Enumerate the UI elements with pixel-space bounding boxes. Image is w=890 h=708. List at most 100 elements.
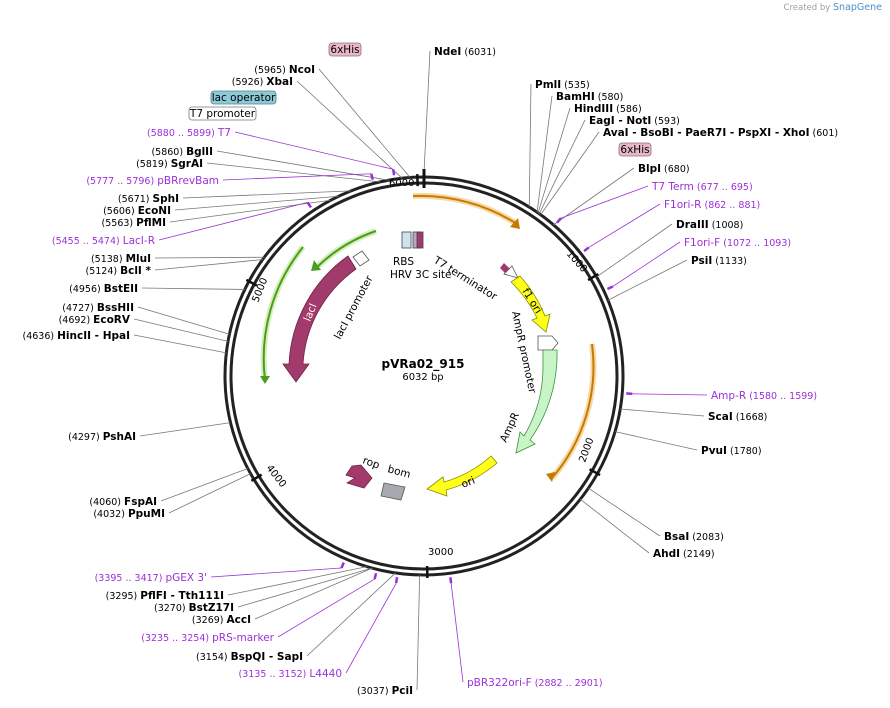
site-draiii-label: DraIII (1008) bbox=[676, 219, 743, 231]
hrv-3c-site-label: HRV 3C site bbox=[390, 269, 451, 281]
rbs-feature bbox=[401, 231, 412, 249]
site-bsteii-label: (4956) BstEII bbox=[69, 283, 138, 295]
site-blpi-leader bbox=[553, 167, 635, 226]
tick-mark-4000 bbox=[250, 473, 263, 482]
tick-mark-5000 bbox=[245, 278, 258, 287]
site-ahdi-label: AhdI (2149) bbox=[653, 548, 715, 560]
site-bsteii-leader bbox=[141, 287, 245, 290]
site-draiii-leader bbox=[596, 223, 673, 278]
primer-pgex-3-leader bbox=[210, 567, 342, 578]
site-ppumi-leader bbox=[168, 473, 251, 514]
f1-ori-feature bbox=[510, 275, 551, 333]
primer-t7-term-label: T7 Term (677 .. 695) bbox=[651, 181, 753, 193]
rbs-label: RBS bbox=[393, 256, 414, 268]
site-blpi-label: BlpI (680) bbox=[638, 163, 690, 175]
snapgene-branding: Created by SnapGene bbox=[784, 2, 882, 13]
site-ncoi-label: (5965) NcoI bbox=[254, 64, 315, 76]
site-sgrai-label: (5819) SgrAI bbox=[136, 158, 203, 170]
restriction-site-labels: NdeI (6031)(5965) NcoI(5926) XbaI(5860) … bbox=[23, 46, 839, 697]
green-arc-lower-head bbox=[260, 376, 270, 384]
site-bamhi-leader bbox=[536, 95, 553, 213]
site-ncoi-leader bbox=[318, 68, 411, 178]
ori-feature bbox=[426, 455, 498, 497]
his-tag-box-top bbox=[328, 42, 362, 57]
site-econi-label: (5606) EcoNI bbox=[103, 205, 171, 217]
primer-amp-r-mark bbox=[626, 392, 633, 396]
tick-label-5000: 5000 bbox=[251, 276, 271, 304]
ampr-promoter-label: AmpR promoter bbox=[509, 310, 538, 395]
site-hincii-hpai-label: (4636) HincII - HpaI bbox=[23, 330, 130, 342]
site-bsshii-label: (4727) BssHII bbox=[62, 302, 134, 314]
ori-label: ori bbox=[460, 475, 477, 491]
site-bspqi-sapi-label: (3154) BspQI - SapI bbox=[196, 651, 303, 663]
primer-f1ori-f-label: F1ori-F (1072 .. 1093) bbox=[684, 237, 791, 249]
tick-mark-1000 bbox=[587, 272, 600, 282]
site-ecorv-label: (4692) EcoRV bbox=[59, 314, 131, 326]
site-psii-leader bbox=[607, 259, 688, 301]
site-pmli-leader bbox=[528, 83, 532, 208]
primer-l4440-label: (3135 .. 3152) L4440 bbox=[239, 668, 342, 680]
bom-label: bom bbox=[386, 463, 412, 481]
primer-f1ori-f-mark bbox=[606, 285, 614, 291]
site-eagi-noti-leader bbox=[538, 119, 586, 214]
his-tag-box-right bbox=[618, 142, 652, 157]
his-feature-block bbox=[416, 231, 424, 249]
t7-promoter-box bbox=[188, 106, 257, 121]
site-sphi-label: (5671) SphI bbox=[118, 193, 179, 205]
site-bcli-leader bbox=[154, 259, 263, 271]
orf-arc-right-line bbox=[551, 343, 595, 479]
primer-laci-r-label: (5455 .. 5474) LacI-R bbox=[52, 235, 155, 247]
site-pflmi-label: (5563) PflMI bbox=[102, 217, 166, 229]
site-psii-label: PsiI (1133) bbox=[691, 255, 747, 267]
site-econi-leader bbox=[174, 195, 339, 211]
site-ppumi-label: (4032) PpuMI bbox=[93, 508, 165, 520]
lac-operator-box bbox=[210, 90, 277, 105]
primer-l4440-mark bbox=[394, 577, 399, 584]
green-arc-upper-head bbox=[311, 260, 321, 271]
site-mlui-label: (5138) MluI bbox=[91, 253, 151, 265]
site-ahdi-leader bbox=[580, 498, 650, 554]
laci-feature bbox=[282, 255, 357, 383]
site-xbai-label: (5926) XbaI bbox=[232, 76, 293, 88]
site-hindiii-label: HindIII (586) bbox=[574, 103, 642, 115]
site-bglii-leader bbox=[216, 150, 389, 181]
primer-t7-mark bbox=[391, 169, 396, 176]
site-hincii-hpai-leader bbox=[133, 334, 227, 354]
site-hindiii-leader bbox=[537, 107, 571, 214]
site-bsshii-leader bbox=[137, 306, 230, 335]
site-pshai-label: (4297) PshAI bbox=[68, 431, 136, 443]
branding-prefix: Created by bbox=[783, 3, 831, 13]
tick-label-3000: 3000 bbox=[428, 547, 453, 558]
site-bstz17i-leader bbox=[237, 567, 373, 608]
f1-ori-label: f1 ori bbox=[519, 286, 544, 316]
bom-feature bbox=[380, 482, 406, 501]
primer-pbr322ori-f-mark bbox=[449, 577, 453, 584]
green-arc-lower-line bbox=[262, 246, 304, 381]
site-pcii-label: (3037) PciI bbox=[357, 685, 413, 697]
site-bstz17i-label: (3270) BstZ17I bbox=[154, 602, 234, 614]
site-fspai-label: (4060) FspAI bbox=[89, 496, 157, 508]
site-pflfi-tth111i-leader bbox=[227, 566, 368, 596]
primer-t7-term-mark bbox=[556, 217, 562, 224]
ampr-feature bbox=[515, 349, 558, 454]
primer-amp-r-leader bbox=[632, 393, 708, 396]
site-acci-leader bbox=[254, 567, 373, 620]
primer-laci-r-leader bbox=[158, 202, 308, 241]
primer-prs-marker-leader bbox=[277, 578, 375, 638]
primer-amp-r-label: Amp-R (1580 .. 1599) bbox=[711, 390, 817, 402]
primer-pbr322ori-f-leader bbox=[450, 583, 464, 683]
site-ndei-label: NdeI (6031) bbox=[434, 46, 496, 58]
site-mlui-leader bbox=[154, 256, 265, 259]
site-sphi-leader bbox=[182, 190, 351, 199]
site-scai-label: ScaI (1668) bbox=[708, 411, 767, 423]
primer-t7-term-leader bbox=[560, 185, 649, 219]
primer-f1ori-f-leader bbox=[612, 241, 681, 287]
his-tag-label-top: 6xHis bbox=[330, 44, 359, 56]
primer-prs-marker-label: (3235 .. 3254) pRS-marker bbox=[141, 632, 274, 644]
his-tag-label-right: 6xHis bbox=[620, 144, 649, 156]
primer-pbrrevbam-leader bbox=[222, 173, 372, 181]
site-pshai-leader bbox=[139, 422, 231, 437]
orf-arc-top-head bbox=[510, 218, 520, 229]
primer-l4440-leader bbox=[345, 582, 397, 674]
